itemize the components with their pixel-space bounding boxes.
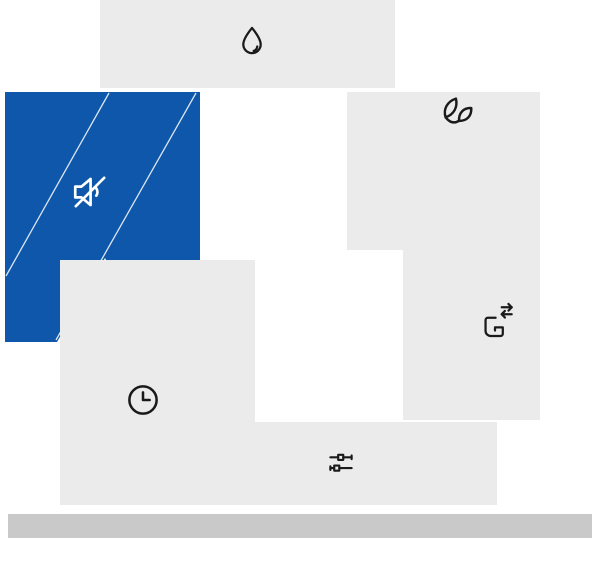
hose-swap-icon — [477, 301, 519, 343]
tile-settings[interactable] — [200, 422, 497, 505]
sliders-icon — [324, 446, 358, 480]
tile-water[interactable] — [100, 0, 395, 88]
clock-icon — [124, 381, 162, 419]
tile-connect[interactable] — [403, 250, 540, 420]
tile-eco[interactable] — [347, 92, 540, 250]
water-drop-icon — [234, 24, 270, 60]
footer-bar — [8, 514, 592, 538]
eco-leaves-icon — [437, 93, 479, 135]
muted-speaker-icon — [67, 169, 113, 215]
